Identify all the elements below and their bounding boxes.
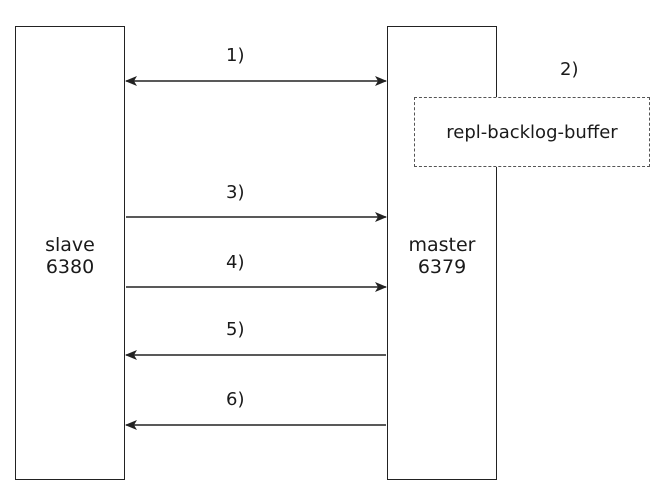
step-5-label: 5): [226, 319, 245, 340]
step-1-label: 1): [226, 45, 245, 66]
step-4-label: 4): [226, 252, 245, 273]
slave-label: slave 6380: [15, 234, 125, 278]
buffer-label: repl-backlog-buffer: [446, 121, 618, 143]
slave-node: [15, 26, 125, 480]
slave-name: slave: [45, 234, 95, 256]
step-3-label: 3): [226, 182, 245, 203]
master-port: 6379: [417, 256, 467, 278]
step-2-label: 2): [560, 59, 579, 80]
master-name: master: [408, 234, 476, 256]
repl-backlog-buffer: repl-backlog-buffer: [414, 97, 650, 167]
master-label: master 6379: [387, 234, 497, 278]
slave-port: 6380: [45, 256, 95, 278]
step-6-label: 6): [226, 389, 245, 410]
